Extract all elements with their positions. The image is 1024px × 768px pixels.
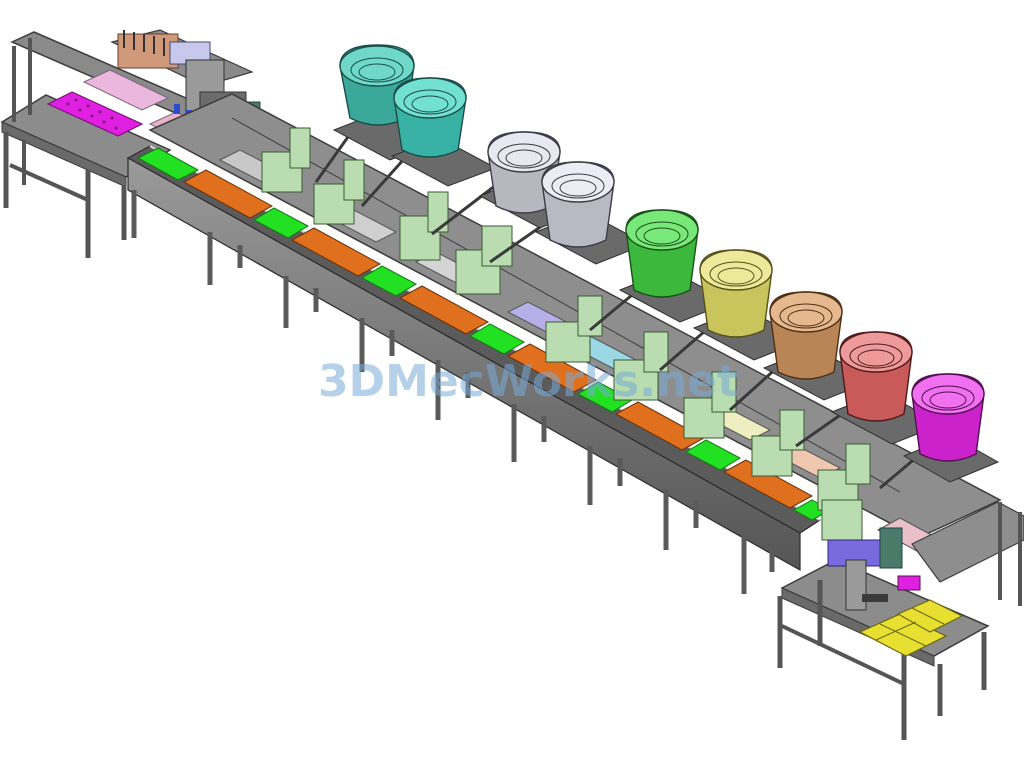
magenta-fixture-plate bbox=[46, 91, 144, 137]
watermark-text: 3DMecWorks.net bbox=[318, 356, 739, 407]
olive-bowl bbox=[699, 249, 773, 338]
work-stations bbox=[261, 127, 871, 511]
tan-bowl bbox=[769, 291, 843, 380]
magenta-bowl bbox=[911, 373, 985, 462]
unloading-station bbox=[821, 499, 921, 611]
red-bowl bbox=[839, 331, 913, 422]
conveyor-legs bbox=[131, 190, 775, 594]
grey-bowl-2 bbox=[541, 161, 615, 248]
loading-station bbox=[110, 29, 261, 139]
grey-bowl-1 bbox=[487, 131, 561, 214]
teal-bowl-2 bbox=[393, 77, 467, 158]
green-bowl bbox=[625, 209, 699, 298]
return-pallets bbox=[136, 147, 832, 521]
feeder-bowls bbox=[339, 44, 985, 462]
yellow-trays bbox=[858, 599, 964, 657]
